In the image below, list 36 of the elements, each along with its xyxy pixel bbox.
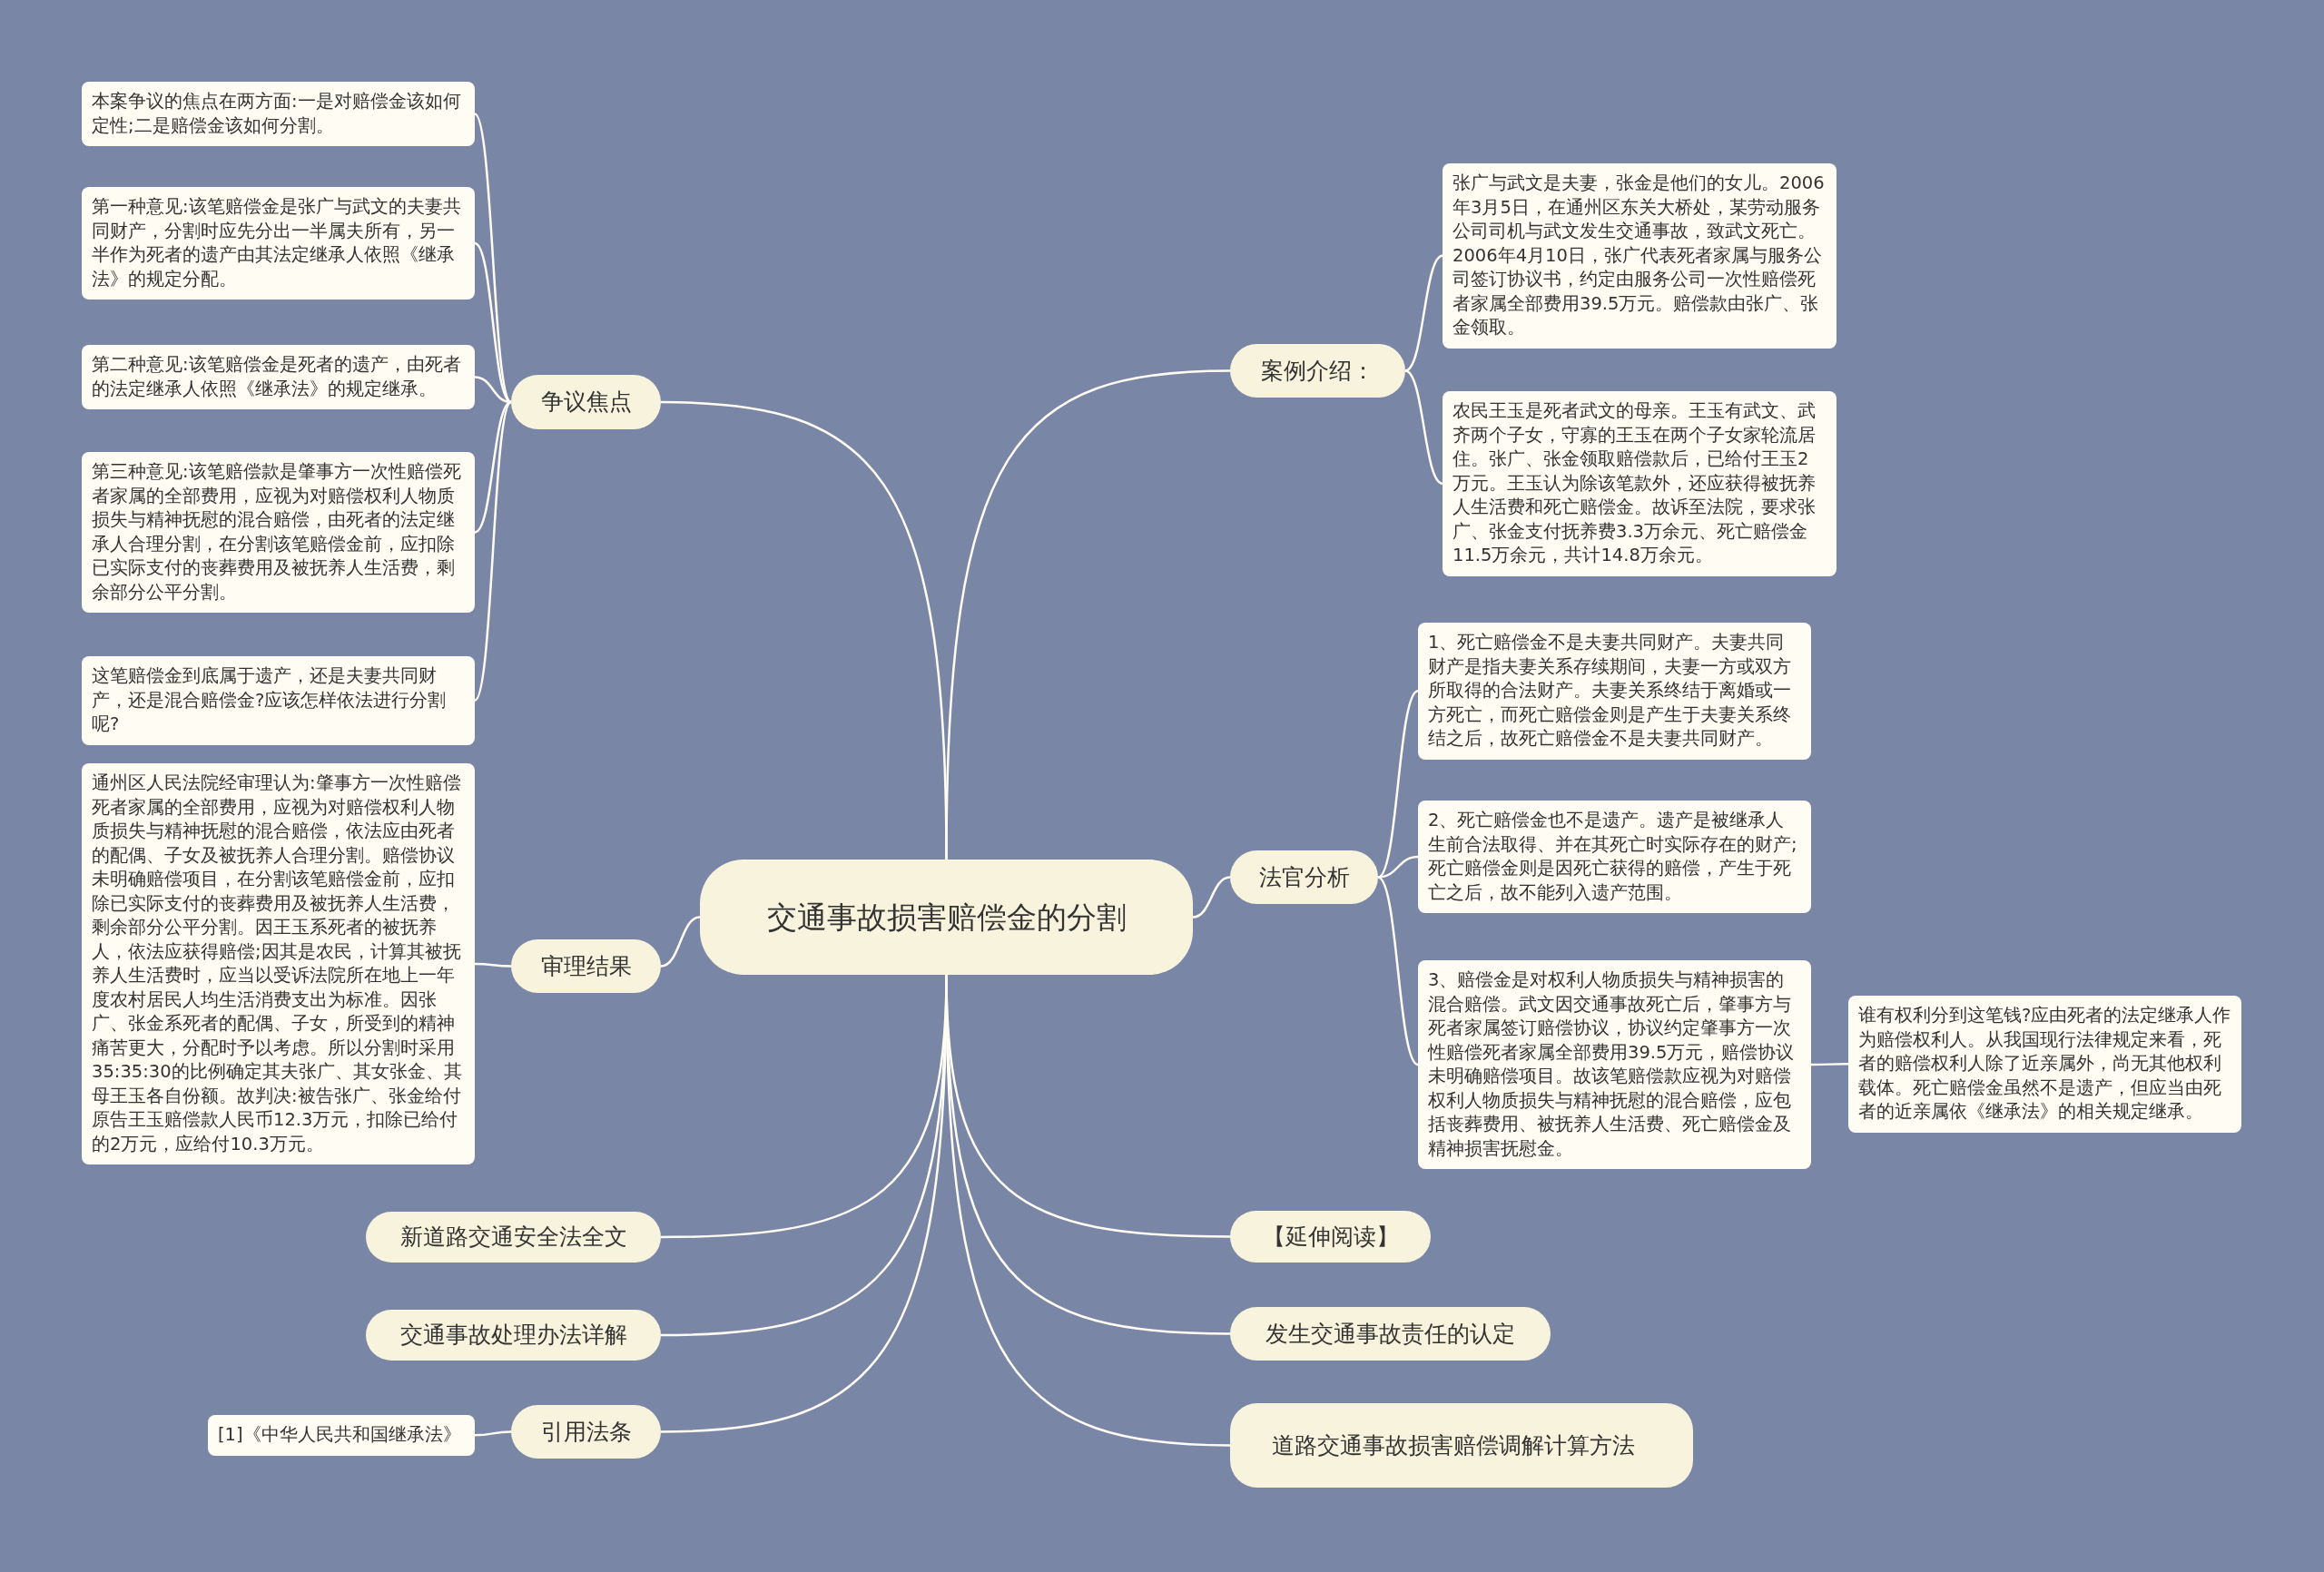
note-card: 通州区人民法院经审理认为:肇事方一次性赔偿死者家属的全部费用，应视为对赔偿权利人物质损失与精神抚慰的混合赔偿，依法应由死者的配偶、子女及被抚养人合理分割。赔偿协议未明确赔偿项目，在分割该笔赔偿金前，应扣除已实际支付的丧葬费用及被抚养人生活费，剩余部分公平分割。因王玉系死者的被抚养人，依法应获得赔偿;因其是农民，计算其被抚养人生活费时，应当以受诉法院所在地上一年度农村居民人均生活消费支出为标准。因张广、张金系死者的配偶、子女，所受到的精神痛苦更大，分配时予以考虑。所以分割时采用35:35:30的比例确定其夫张广、其女张金、其母王玉各自份额。故判决:被告张广、张金给付原告王玉赔偿款人民币12.3万元，扣除已给付的2万元，应给付10.3万元。 — [82, 763, 475, 1164]
topic-pill: 道路交通事故损害赔偿调解计算方法 — [1230, 1403, 1693, 1488]
connector-line — [474, 113, 512, 403]
connector-line — [660, 916, 701, 968]
note-card: 2、死亡赔偿金也不是遗产。遗产是被继承人生前合法取得、并在其死亡时实际存在的财产;死亡赔偿金则是因死亡获得的赔偿，产生于死亡之后，故不能列入遗产范围。 — [1418, 801, 1811, 913]
connector-line — [474, 401, 512, 702]
note-card: 1、死亡赔偿金不是夫妻共同财产。夫妻共同财产是指夫妻关系存续期间，夫妻一方或双方所取得的合法财产。夫妻关系终结于离婚或一方死亡，而死亡赔偿金则是产生于夫妻关系终结之后，故死亡赔偿金不是夫妻共同财产。 — [1418, 623, 1811, 760]
topic-pill: 交通事故处理办法详解 — [366, 1310, 661, 1361]
note-card: 第二种意见:该笔赔偿金是死者的遗产，由死者的法定继承人依照《继承法》的规定继承。 — [82, 345, 475, 409]
connector-line — [475, 962, 511, 968]
connector-line — [1811, 1063, 1848, 1066]
topic-pill: 案例介绍： — [1230, 344, 1405, 398]
topic-pill: 引用法条 — [511, 1405, 661, 1459]
connector-line — [1377, 876, 1419, 1066]
central-topic: 交通事故损害赔偿金的分割 — [700, 860, 1193, 975]
connector-line — [1377, 690, 1419, 879]
topic-pill: 新道路交通安全法全文 — [366, 1212, 661, 1263]
note-card: 谁有权利分到这笔钱?应由死者的法定继承人作为赔偿权利人。从我国现行法律规定来看，死者的赔偿权利人除了近亲属外，尚无其他权利载体。死亡赔偿金虽然不是遗产，但应当由死者的近亲属依《继承法》的相关规定继承。 — [1848, 996, 2241, 1133]
topic-pill: 法官分析 — [1230, 850, 1378, 904]
topic-pill: 审理结果 — [511, 939, 661, 993]
connector-line — [1192, 876, 1231, 919]
note-card: 张广与武文是夫妻，张金是他们的女儿。2006年3月5日，在通州区东关大桥处，某劳动服务公司司机与武文发生交通事故，致武文死亡。2006年4月10日，张广代表死者家属与服务公司签订协议书，约定由服务公司一次性赔偿死者家属全部费用39.5万元。赔偿款由张广、张金领取。 — [1443, 163, 1837, 349]
connector-line — [1404, 254, 1443, 372]
note-card: 农民王玉是死者武文的母亲。王玉有武文、武齐两个子女，守寡的王玉在两个子女家轮流居住。张广、张金领取赔偿款后，已给付王玉2万元。王玉认为除该笔款外，还应获得被抚养人生活费和死亡赔偿金。故诉至法院，要求张广、张金支付抚养费3.3万余元、死亡赔偿金11.5万余元，共计14.8万余元。 — [1443, 391, 1837, 576]
topic-pill: 争议焦点 — [511, 375, 661, 429]
connector-line — [1404, 369, 1443, 485]
topic-pill: 【延伸阅读】 — [1230, 1211, 1431, 1263]
connector-line — [945, 369, 1231, 860]
note-card: 第一种意见:该笔赔偿金是张广与武文的夫妻共同财产，分割时应先分出一半属夫所有，另一半作为死者的遗产由其法定继承人依照《继承法》的规定分配。 — [82, 187, 475, 300]
note-card: 本案争议的焦点在两方面:一是对赔偿金该如何定性;二是赔偿金该如何分割。 — [82, 82, 475, 146]
note-card: [1]《中华人民共和国继承法》 — [208, 1415, 475, 1456]
topic-pill: 发生交通事故责任的认定 — [1230, 1307, 1551, 1361]
connector-line — [474, 1430, 512, 1437]
note-card: 3、赔偿金是对权利人物质损失与精神损害的混合赔偿。武文因交通事故死亡后，肇事方与死者家属签订赔偿协议，协议约定肇事方一次性赔偿死者家属全部费用39.5万元，赔偿协议未明确赔偿项目。故该笔赔偿款应视为对赔偿权利人物质损失与精神抚慰的混合赔偿，应包括丧葬费用、被抚养人生活费、死亡赔偿金及精神损害抚慰金。 — [1418, 960, 1811, 1169]
note-card: 第三种意见:该笔赔偿款是肇事方一次性赔偿死者家属的全部费用，应视为对赔偿权利人物质损失与精神抚慰的混合赔偿，由死者的法定继承人合理分割，在分割该笔赔偿金前，应扣除已实际支付的丧葬费用及被抚养人生活费，剩余部分公平分割。 — [82, 452, 475, 613]
note-card: 这笔赔偿金到底属于遗产，还是夫妻共同财产，还是混合赔偿金?应该怎样依法进行分割呢? — [82, 656, 475, 745]
